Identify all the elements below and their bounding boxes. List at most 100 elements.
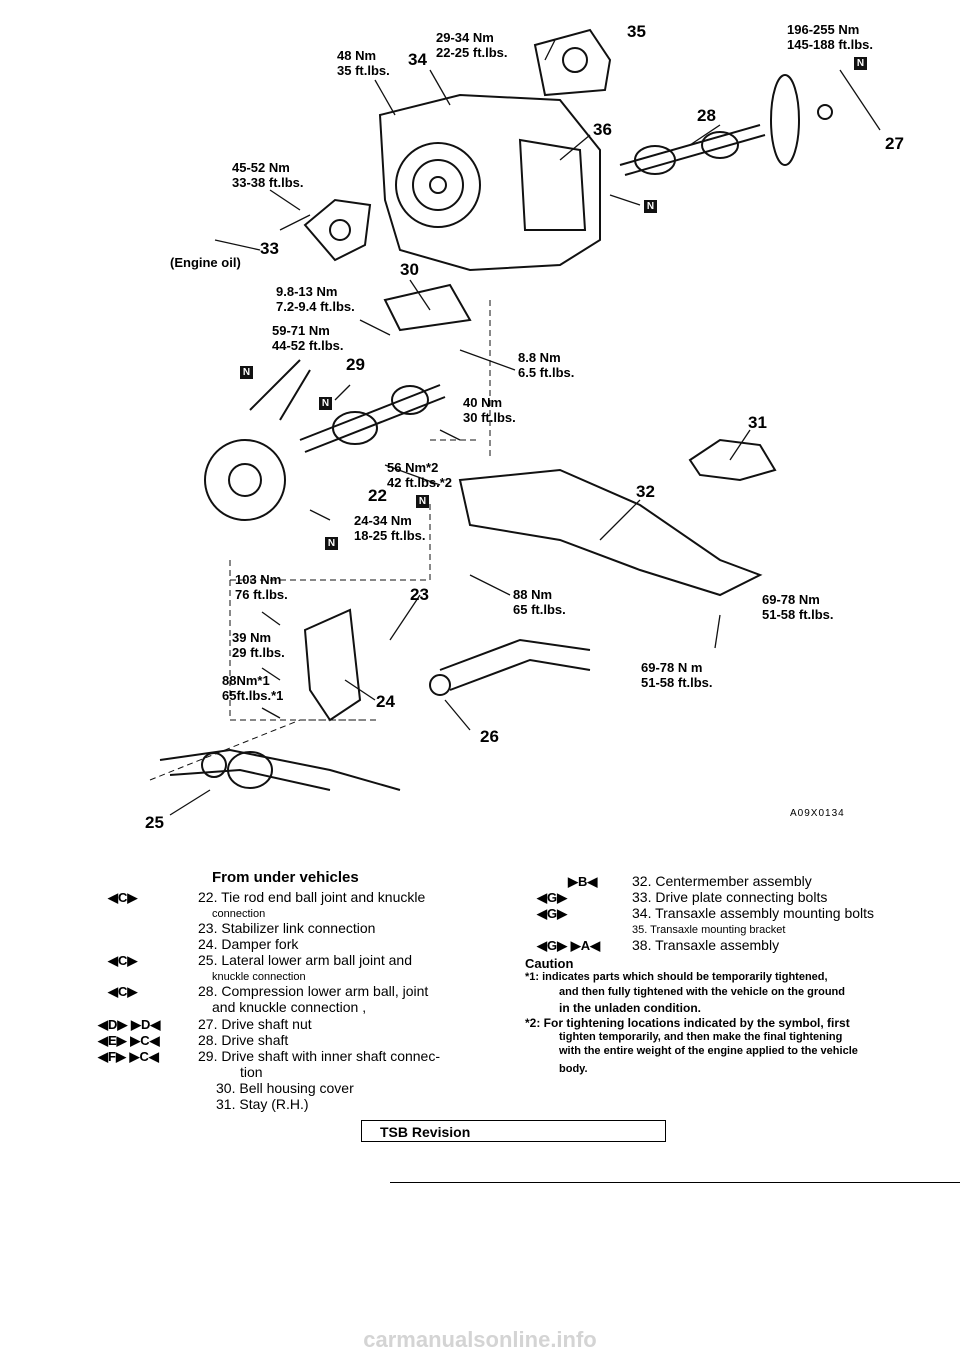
legend-marks: ◀E▶ ▶C◀ xyxy=(98,1033,160,1048)
legend-marks: ◀C▶ xyxy=(108,953,138,968)
torque-label-27: 196-255 Nm 145-188 ft.lbs. xyxy=(787,22,873,52)
part-number-28: 28 xyxy=(697,106,716,125)
legend-text: connection xyxy=(212,908,266,920)
torque-label-39: 39 Nm 29 ft.lbs. xyxy=(232,630,285,660)
legend-text: 24. Damper fork xyxy=(198,936,299,952)
part-number-36: 36 xyxy=(593,120,612,139)
caution-title: Caution xyxy=(525,956,574,971)
caution-line-5: tighten temporarily, and then make the f… xyxy=(559,1031,843,1043)
caution-line-1: *1: indicates parts which should be temp… xyxy=(525,971,828,983)
legend-item-29-cont: tion xyxy=(240,1064,263,1080)
exploded-diagram: 35 34 36 28 27 33 30 29 31 22 32 23 24 2… xyxy=(145,22,904,832)
badge-n-29: N xyxy=(319,397,332,410)
legend-item-29: ◀F▶ ▶C◀ 29. Drive shaft with inner shaft … xyxy=(98,1048,440,1065)
part-number-32: 32 xyxy=(636,482,655,501)
legend-item-28a-cont: and knuckle connection , xyxy=(212,999,366,1015)
legend-marks: ▶B◀ xyxy=(568,874,598,889)
figure-code: A09X0134 xyxy=(790,808,845,819)
legend-text: 30. Bell housing cover xyxy=(216,1080,354,1096)
part-number-25: 25 xyxy=(145,813,164,832)
legend-text: 32. Centermember assembly xyxy=(632,873,812,889)
caution-line-6: with the entire weight of the engine app… xyxy=(559,1045,858,1057)
part-number-35: 35 xyxy=(627,22,646,41)
badge-n-22: N xyxy=(416,495,429,508)
part-number-26: 26 xyxy=(480,727,499,746)
legend-text: 23. Stabilizer link connection xyxy=(198,920,376,936)
legend-text: 38. Transaxle assembly xyxy=(632,937,780,953)
legend-text: knuckle connection xyxy=(212,971,306,983)
legend-text: 34. Transaxle assembly mounting bolts xyxy=(632,905,875,921)
torque-label-29: 40 Nm 30 ft.lbs. xyxy=(463,395,516,425)
tsb-revision-box: TSB Revision xyxy=(361,1120,666,1142)
legend-text: 27. Drive shaft nut xyxy=(198,1016,312,1032)
legend-item-22-cont: connection xyxy=(212,906,265,922)
caution-line-2: and then fully tightened with the vehicl… xyxy=(559,986,845,998)
legend-item-28a: ◀C▶ 28. Compression lower arm ball, joint xyxy=(108,983,428,1000)
legend-item-24: 24. Damper fork xyxy=(198,936,298,952)
torque-label-88-temp: 88Nm*1 65ft.lbs.*1 xyxy=(222,673,284,703)
legend-heading: From under vehicles xyxy=(212,869,359,886)
legend-item-32: ▶B◀ 32. Centermember assembly xyxy=(568,873,812,890)
legend-item-27: ◀D▶ ▶D◀ 27. Drive shaft nut xyxy=(98,1016,312,1033)
legend-marks: ◀C▶ xyxy=(108,890,138,905)
legend-marks: ◀G▶ ▶A◀ xyxy=(537,938,601,953)
badge-n-28: N xyxy=(644,200,657,213)
legend-item-25-cont: knuckle connection xyxy=(212,969,306,985)
badge-n-27: N xyxy=(854,57,867,70)
torque-label-33: 45-52 Nm 33-38 ft.lbs. xyxy=(232,160,304,190)
legend-marks: ◀C▶ xyxy=(108,984,138,999)
legend-item-34: ◀G▶ 34. Transaxle assembly mounting bolts xyxy=(537,905,874,922)
part-number-31: 31 xyxy=(748,413,767,432)
part-number-33: 33 xyxy=(260,239,279,258)
legend-marks: ◀G▶ xyxy=(537,906,568,921)
legend-item-28b: ◀E▶ ▶C◀ 28. Drive shaft xyxy=(98,1032,288,1049)
legend-text: 35. Transaxle mounting bracket xyxy=(632,924,786,936)
legend-item-33: ◀G▶ 33. Drive plate connecting bolts xyxy=(537,889,827,906)
torque-label-69-center: 69-78 N m 51-58 ft.lbs. xyxy=(641,660,713,690)
legend-text: 28. Drive shaft xyxy=(198,1032,289,1048)
legend-item-25: ◀C▶ 25. Lateral lower arm ball joint and xyxy=(108,952,412,969)
torque-label-103: 103 Nm 76 ft.lbs. xyxy=(235,572,288,602)
legend-text: 28. Compression lower arm ball, joint xyxy=(198,983,429,999)
part-number-24: 24 xyxy=(376,692,395,711)
torque-label-cover: 8.8 Nm 6.5 ft.lbs. xyxy=(518,350,575,380)
torque-label-88-center: 88 Nm 65 ft.lbs. xyxy=(513,587,566,617)
legend-marks: ◀G▶ xyxy=(537,890,568,905)
footer-rule xyxy=(390,1182,960,1183)
legend-text: 31. Stay (R.H.) xyxy=(216,1096,309,1112)
legend-item-30: 30. Bell housing cover xyxy=(216,1080,354,1096)
torque-label-30: 9.8-13 Nm 7.2-9.4 ft.lbs. xyxy=(276,284,355,314)
legend-marks: ◀F▶ ▶C◀ xyxy=(98,1049,159,1064)
legend-text: tion xyxy=(240,1064,263,1080)
part-number-29: 29 xyxy=(346,355,365,374)
badge-n-knuckle: N xyxy=(240,366,253,379)
part-number-30: 30 xyxy=(400,260,419,279)
engine-oil-label: (Engine oil) xyxy=(170,255,241,270)
torque-label-24-34: 24-34 Nm 18-25 ft.lbs. xyxy=(354,513,426,543)
torque-label-bell-housing: 59-71 Nm 44-52 ft.lbs. xyxy=(272,323,344,353)
caution-line-3: in the unladen condition. xyxy=(559,1001,701,1015)
caution-line-4: *2: For tightening locations indicated b… xyxy=(525,1016,850,1030)
legend-text: and knuckle connection , xyxy=(212,999,367,1015)
legend-item-31: 31. Stay (R.H.) xyxy=(216,1096,309,1112)
legend-text: 22. Tie rod end ball joint and knuckle xyxy=(198,889,426,905)
legend-text: 29. Drive shaft with inner shaft connec- xyxy=(198,1048,441,1064)
legend-item-23: 23. Stabilizer link connection xyxy=(198,920,375,936)
torque-label-34-bolt: 29-34 Nm 22-25 ft.lbs. xyxy=(436,30,508,60)
legend-text: 25. Lateral lower arm ball joint and xyxy=(198,952,413,968)
part-number-22: 22 xyxy=(368,486,387,505)
torque-label-22: 56 Nm*2 42 ft.lbs.*2 xyxy=(387,460,453,490)
legend-text: 33. Drive plate connecting bolts xyxy=(632,889,828,905)
watermark: carmanualsonline.info xyxy=(363,1327,597,1352)
legend-item-38: ◀G▶ ▶A◀ 38. Transaxle assembly xyxy=(537,937,779,954)
part-number-34: 34 xyxy=(408,50,427,69)
torque-label-34-mount: 48 Nm 35 ft.lbs. xyxy=(337,48,390,78)
diagram-drawing xyxy=(149,28,881,816)
caution-line-7: body. xyxy=(559,1063,588,1075)
part-number-23: 23 xyxy=(410,585,429,604)
part-number-27: 27 xyxy=(885,134,904,153)
legend-marks: ◀D▶ ▶D◀ xyxy=(98,1017,161,1032)
torque-label-69-stay: 69-78 Nm 51-58 ft.lbs. xyxy=(762,592,834,622)
tsb-revision-label: TSB Revision xyxy=(380,1124,471,1140)
legend-item-35: 35. Transaxle mounting bracket xyxy=(632,922,785,938)
